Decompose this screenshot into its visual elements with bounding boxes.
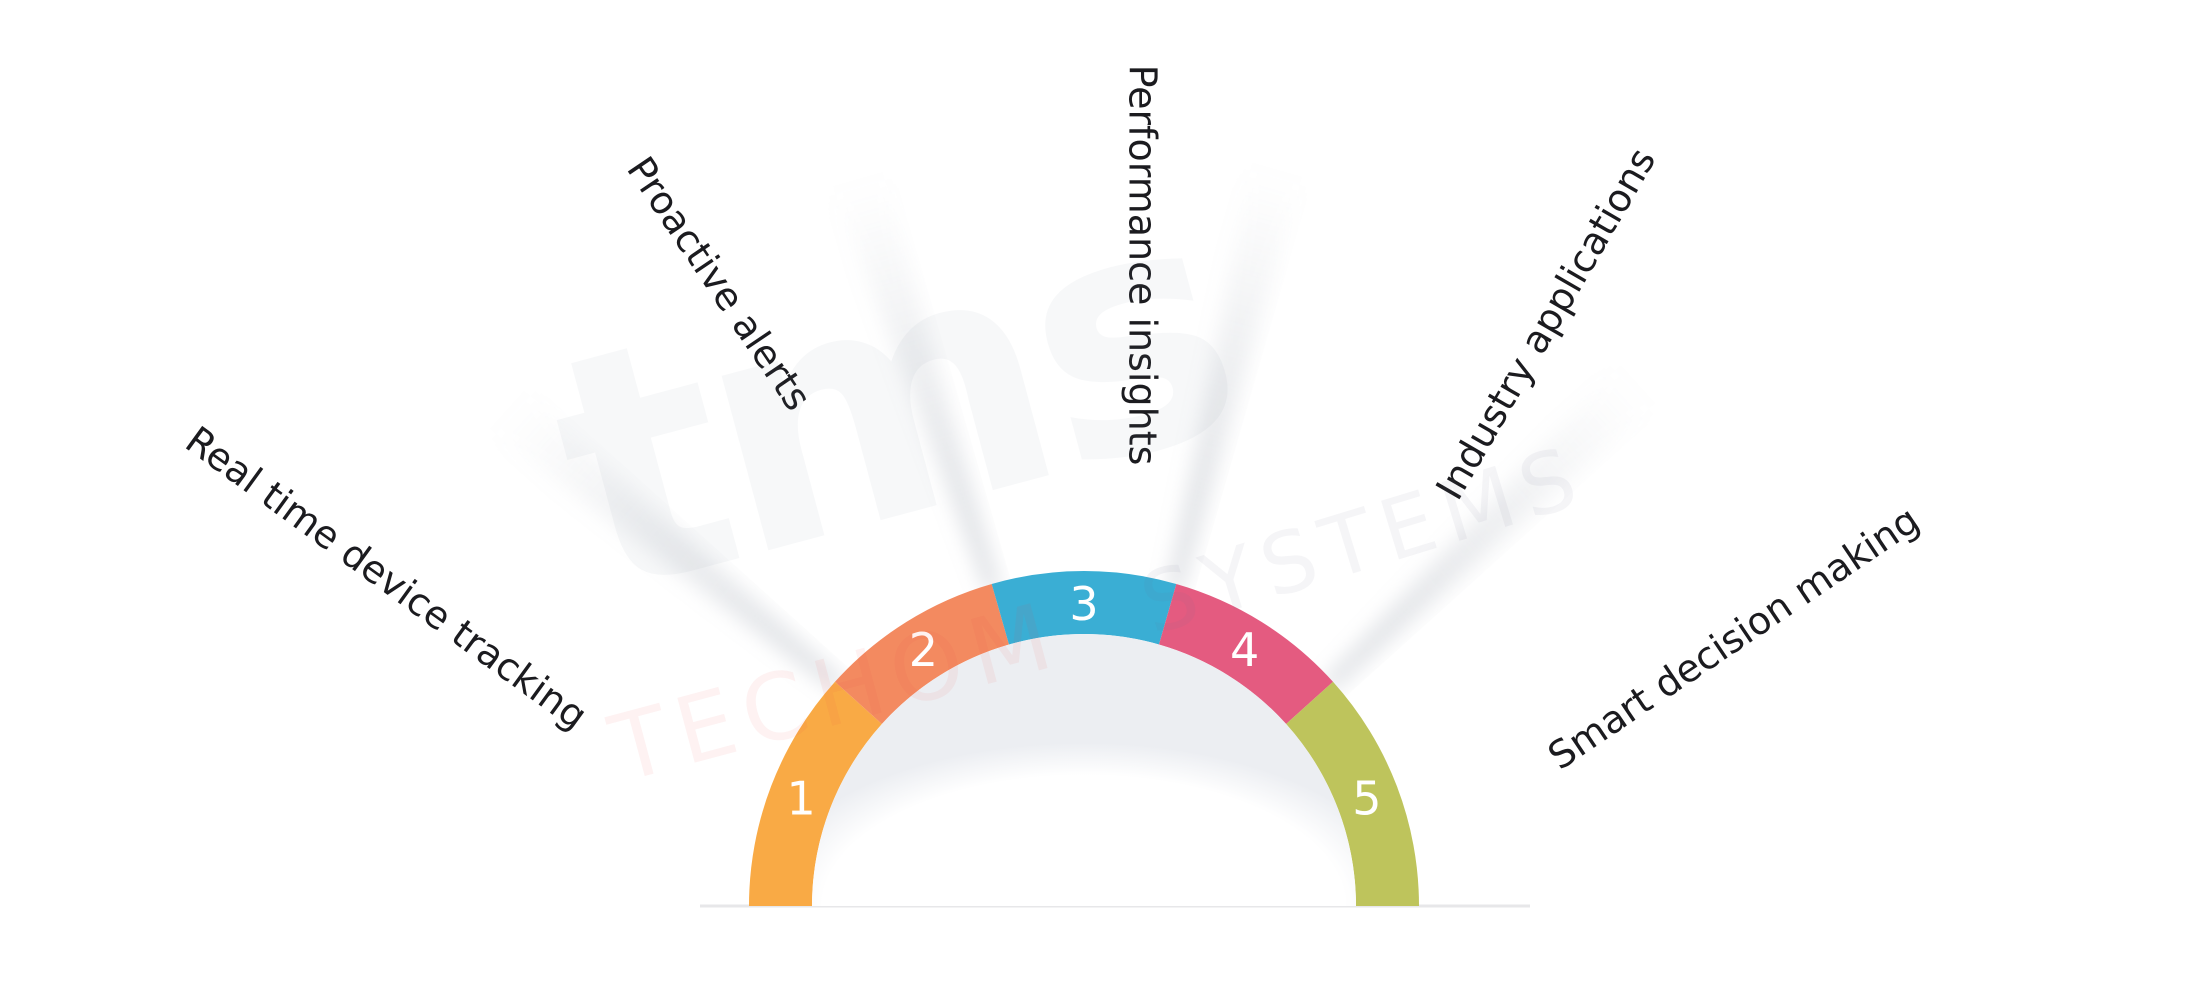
ring-segment-2 — [835, 584, 1009, 724]
ring-segment-4 — [1159, 584, 1333, 724]
ring-segment-5 — [1286, 681, 1419, 906]
shadow-ray — [492, 392, 846, 692]
step-label-3: Performance insights — [1121, 65, 1165, 466]
step-number-3: 3 — [1069, 577, 1098, 631]
step-label-5: Smart decision making — [1540, 498, 1927, 779]
step-number-4: 4 — [1230, 623, 1259, 677]
shadow-ray — [1168, 166, 1302, 594]
step-numbers: 1 2 3 4 5 — [786, 577, 1381, 825]
step-label-1: Real time device tracking — [178, 418, 596, 738]
step-number-2: 2 — [909, 623, 938, 677]
shadow-rays — [492, 166, 1653, 692]
shadow-ray — [1322, 366, 1653, 692]
inner-semicircle — [812, 634, 1356, 906]
step-label-2: Proactive alerts — [618, 149, 820, 419]
ring-segments — [749, 571, 1419, 906]
ring-segment-3 — [991, 571, 1177, 645]
step-number-1: 1 — [786, 771, 815, 825]
step-number-5: 5 — [1352, 771, 1381, 825]
shadow-ray — [833, 175, 1000, 594]
ring-segment-1 — [749, 681, 882, 906]
